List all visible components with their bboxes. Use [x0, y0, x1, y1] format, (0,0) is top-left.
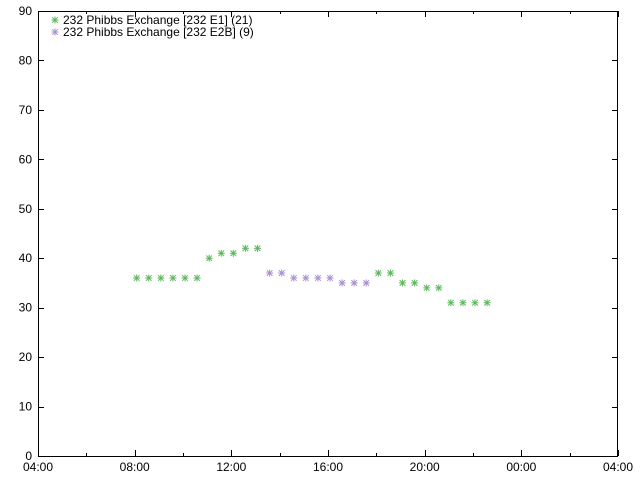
- y-tick-label: 30: [19, 301, 33, 315]
- data-point-series-2: [266, 269, 274, 277]
- data-point-series-1: [157, 274, 165, 282]
- legend: 232 Phibbs Exchange [232 E1] (21)232 Phi…: [51, 13, 254, 39]
- data-point-series-1: [471, 299, 479, 307]
- x-tick-label: 16:00: [313, 460, 343, 474]
- data-point-series-1: [399, 279, 407, 287]
- data-point-series-1: [423, 284, 431, 292]
- data-point-series-1: [229, 249, 237, 257]
- data-point-series-1: [435, 284, 443, 292]
- data-points: [133, 244, 491, 307]
- data-point-series-1: [205, 254, 213, 262]
- data-point-series-1: [459, 299, 467, 307]
- data-point-series-2: [338, 279, 346, 287]
- data-point-series-2: [314, 274, 322, 282]
- data-point-series-2: [350, 279, 358, 287]
- data-point-series-2: [278, 269, 286, 277]
- x-tick-label: 08:00: [120, 460, 150, 474]
- x-tick-label: 04:00: [23, 460, 53, 474]
- data-point-series-1: [241, 244, 249, 252]
- y-tick-label: 80: [19, 53, 33, 67]
- data-point-series-1: [217, 249, 225, 257]
- plot-frame: [38, 11, 618, 457]
- legend-label-1: 232 Phibbs Exchange [232 E1] (21): [63, 13, 252, 27]
- data-point-series-1: [447, 299, 455, 307]
- data-point-series-1: [145, 274, 153, 282]
- y-tick-label: 90: [19, 4, 33, 18]
- x-tick-label: 00:00: [506, 460, 536, 474]
- x-tick-label: 20:00: [410, 460, 440, 474]
- legend-label-2: 232 Phibbs Exchange [232 E2B] (9): [63, 25, 254, 39]
- x-axis: 04:00 08:00 12:00 16:00 20:00 00:00 04:00: [23, 11, 633, 474]
- data-point-series-1: [133, 274, 141, 282]
- y-tick-label: 10: [19, 400, 33, 414]
- y-tick-label: 50: [19, 202, 33, 216]
- y-tick-label: 60: [19, 152, 33, 166]
- y-tick-label: 40: [19, 251, 33, 265]
- data-point-series-1: [411, 279, 419, 287]
- data-point-series-1: [181, 274, 189, 282]
- data-point-series-1: [169, 274, 177, 282]
- data-point-series-1: [193, 274, 201, 282]
- data-point-series-1: [254, 244, 262, 252]
- data-point-series-2: [290, 274, 298, 282]
- data-point-series-1: [483, 299, 491, 307]
- x-tick-label: 12:00: [216, 460, 246, 474]
- data-point-series-2: [302, 274, 310, 282]
- x-tick-label: 04:00: [603, 460, 633, 474]
- data-point-series-1: [374, 269, 382, 277]
- y-tick-label: 20: [19, 350, 33, 364]
- legend-marker-1: [51, 16, 59, 24]
- data-point-series-2: [326, 274, 334, 282]
- data-point-series-2: [362, 279, 370, 287]
- legend-marker-2: [51, 28, 59, 36]
- data-point-series-1: [386, 269, 394, 277]
- y-tick-label: 0: [25, 449, 32, 463]
- y-axis: 0 10 20 30 40 50 60 70 80 90: [19, 4, 618, 463]
- y-tick-label: 70: [19, 103, 33, 117]
